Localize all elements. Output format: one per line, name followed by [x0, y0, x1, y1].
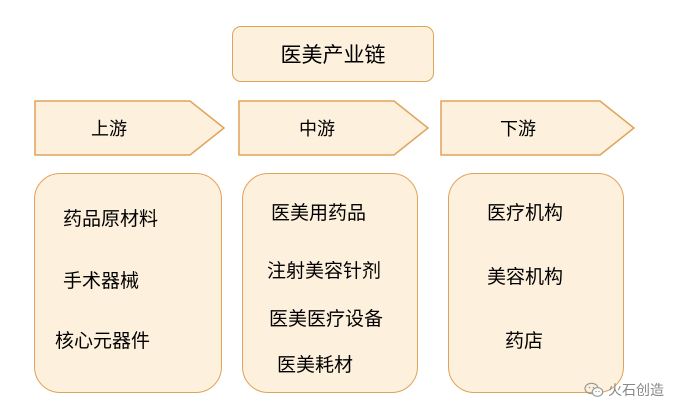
downstream-items-box: 医疗机构 美容机构 药店 — [448, 173, 624, 393]
stage-downstream-label: 下游 — [500, 119, 536, 140]
watermark: 火石创造 — [584, 380, 664, 400]
wechat-icon — [584, 382, 604, 397]
upstream-items-box: 药品原材料 手术器械 核心元器件 — [34, 173, 222, 393]
stage-upstream: 上游 — [34, 100, 226, 156]
list-item: 医疗机构 — [487, 202, 564, 224]
watermark-text: 火石创造 — [608, 383, 664, 399]
downstream-arrow-shape — [440, 100, 636, 156]
stage-midstream-label: 中游 — [299, 119, 335, 140]
list-item: 医美用药品 — [271, 202, 367, 224]
upstream-arrow-shape — [34, 100, 226, 156]
stage-downstream: 下游 — [440, 100, 636, 156]
list-item: 核心元器件 — [55, 330, 151, 352]
stage-midstream: 中游 — [238, 100, 430, 156]
midstream-arrow-shape — [238, 100, 430, 156]
list-item: 注射美容针剂 — [267, 260, 382, 282]
chain-title: 医美产业链 — [232, 26, 434, 82]
stage-upstream-label: 上游 — [91, 119, 127, 140]
list-item: 药店 — [505, 330, 544, 352]
list-item: 医美耗材 — [277, 354, 354, 376]
midstream-items-box: 医美用药品 注射美容针剂 医美医疗设备 医美耗材 — [242, 173, 418, 393]
list-item: 药品原材料 — [63, 208, 159, 230]
list-item: 美容机构 — [487, 266, 564, 288]
list-item: 医美医疗设备 — [269, 308, 384, 330]
list-item: 手术器械 — [63, 270, 140, 292]
